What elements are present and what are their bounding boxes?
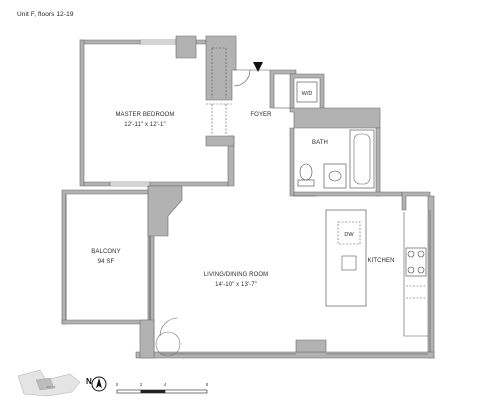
bedroom-window [140, 39, 176, 45]
bath-top-wall [289, 107, 381, 129]
corner-column [139, 319, 155, 359]
balcony-rail-top [61, 189, 149, 325]
bedroom-bottom-wall-right [149, 181, 229, 187]
dishwasher [337, 221, 361, 245]
bath-label: BATH [312, 140, 328, 146]
scale-bar: 0 2 4 8 [116, 382, 209, 394]
balcony-rail-bottom [61, 319, 149, 325]
compass-icon [91, 376, 107, 392]
toilet-bowl [299, 163, 313, 181]
key-plan-label: UNIT F [46, 385, 56, 389]
balcony-dims: 94 SF [98, 259, 115, 265]
south-bump [295, 339, 327, 353]
kitchen-label: KITCHEN [367, 258, 394, 264]
compass-label: N [86, 377, 92, 386]
closet-lower [205, 135, 235, 147]
toilet-tank [297, 179, 315, 187]
east-wall [427, 195, 435, 359]
foyer-label: FOYER [250, 112, 272, 118]
bedroom-top-wall [79, 39, 141, 45]
key-plan: UNIT F [17, 369, 81, 397]
kitchen-counter [403, 212, 428, 337]
scale-tick-4: 4 [164, 382, 167, 387]
linework [65, 39, 431, 357]
wd-unit [296, 81, 318, 103]
right-exterior-wall [401, 191, 431, 211]
wd-label: W/D [302, 91, 313, 97]
bedroom-left-wall [79, 39, 85, 187]
scale-tick-0: 0 [116, 382, 119, 387]
cooktop [405, 247, 427, 277]
entry-door [233, 69, 270, 87]
bathtub [349, 129, 375, 189]
bath-left-wall [289, 127, 295, 197]
closet-doors [211, 47, 227, 98]
bath-sink [328, 170, 342, 182]
bath-right-wall [375, 127, 381, 197]
entry-arrow-icon [253, 62, 263, 72]
bedroom-bottom-window [110, 181, 150, 187]
kitchen-top-wall [293, 191, 403, 197]
closet-column [205, 35, 237, 101]
balcony-name: BALCONY [91, 249, 120, 255]
bedroom-corner-column [175, 35, 197, 59]
corner-bay-circle [155, 331, 181, 357]
master-bedroom-name: MASTER BEDROOM [115, 112, 174, 118]
bedroom-bottom-wall [83, 181, 111, 187]
south-wall [135, 351, 435, 359]
living-name: LIVING/DINING ROOM [204, 272, 268, 278]
kitchen-island [325, 209, 367, 307]
fridge-marks [406, 285, 426, 299]
scale-tick-8: 8 [206, 382, 209, 387]
balcony-column [147, 185, 183, 237]
closet-lower-doors [206, 103, 232, 134]
corner-bay [159, 317, 179, 337]
walls [61, 35, 435, 359]
master-bedroom-dims: 12'-11" x 12'-1" [124, 122, 165, 128]
compass: N [86, 376, 107, 392]
plan-title: Unit F, floors 12-19 [17, 11, 74, 18]
dw-label: DW [344, 232, 354, 238]
scale-tick-2: 2 [140, 382, 143, 387]
kitchen-sink [341, 255, 357, 271]
living-dims: 14'-10" x 13'-7" [215, 282, 257, 288]
bathtub-inner [353, 133, 371, 185]
bath-vanity [323, 163, 347, 189]
